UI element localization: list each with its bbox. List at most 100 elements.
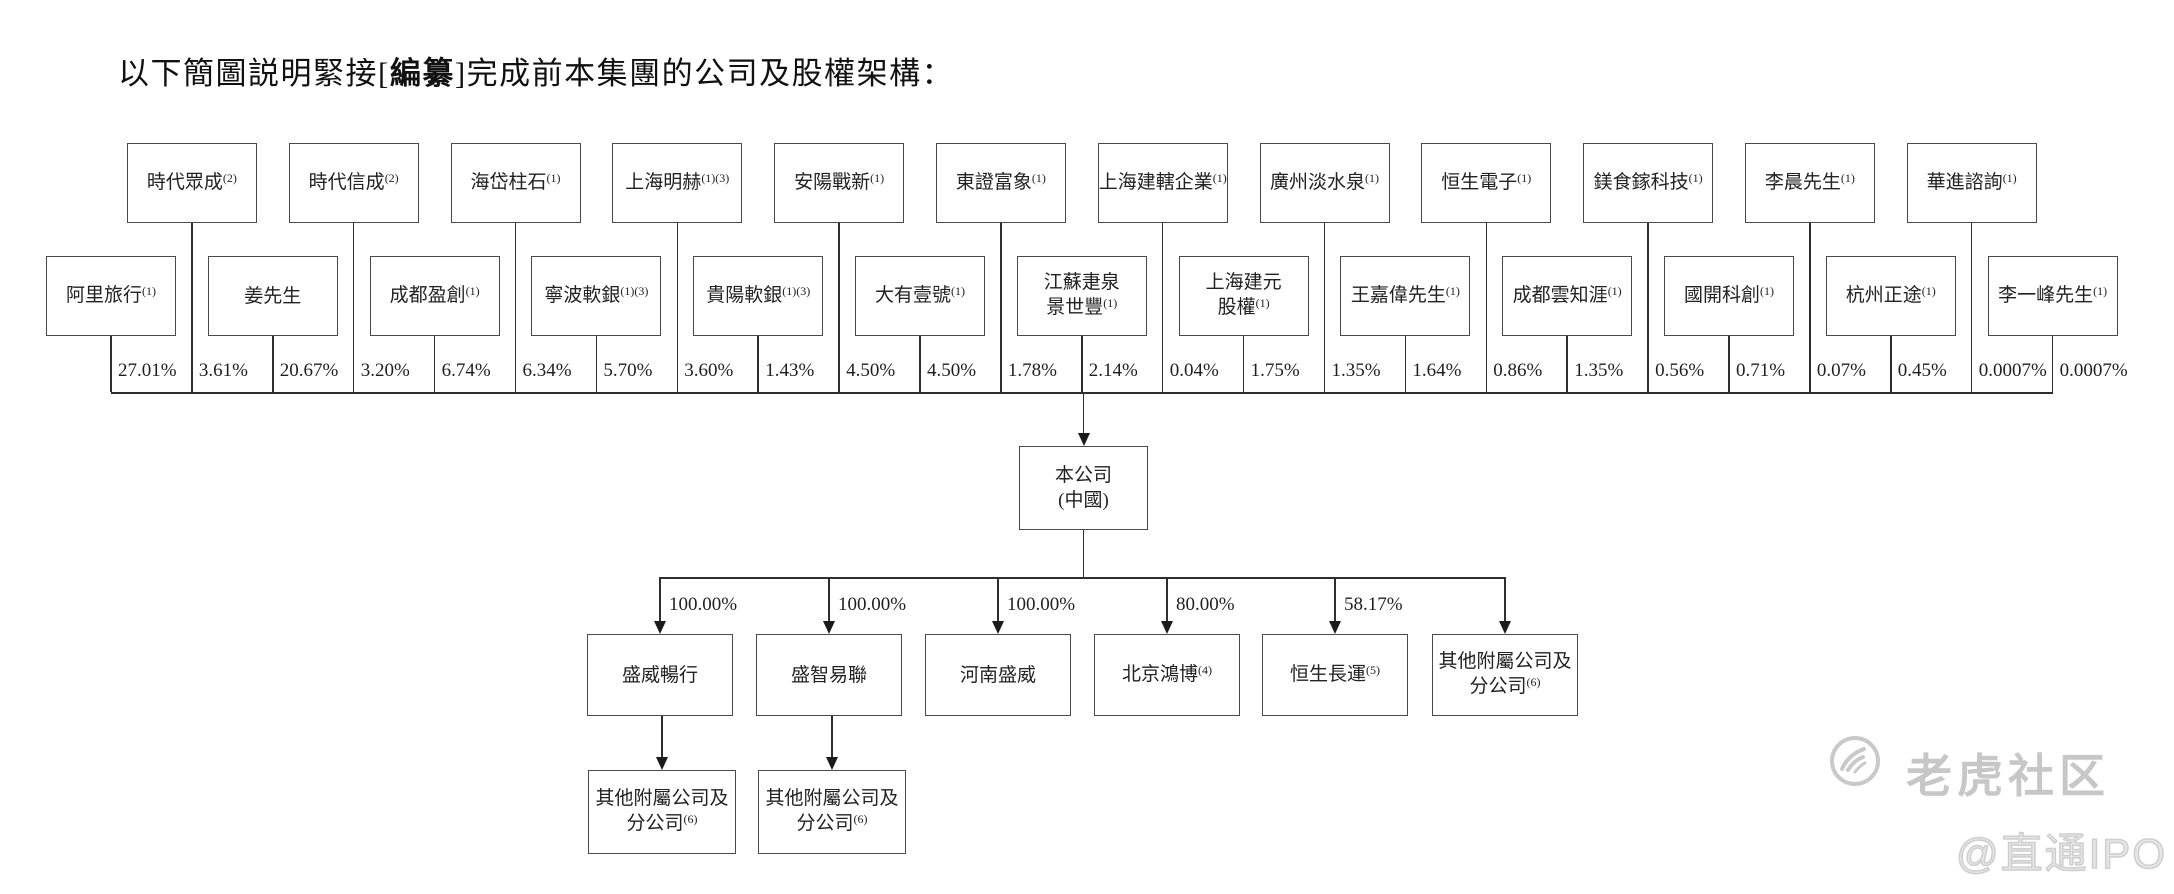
ownership-percentage: 0.86% (1493, 360, 1543, 381)
arrowhead-icon (992, 621, 1004, 634)
connector-line (676, 223, 679, 392)
entity-name-line: 王嘉偉先生(1) (1351, 283, 1460, 310)
footnote-marker: (1) (546, 170, 561, 185)
connector-line (828, 577, 830, 623)
ownership-percentage: 3.20% (360, 360, 410, 381)
subsidiary-box: 其他附屬公司及分公司(6) (1432, 634, 1578, 716)
entity-name-line: 阿里旅行(1) (66, 283, 156, 310)
connector-line (660, 577, 1505, 579)
footnote-marker: (6) (1526, 675, 1541, 689)
footnote-marker: (1) (1212, 170, 1227, 185)
footnote-marker: (1) (1365, 170, 1379, 185)
shareholder-box: 國開科創(1) (1664, 256, 1794, 336)
ownership-percentage: 3.60% (684, 360, 734, 381)
connector-line (1082, 530, 1085, 577)
entity-name: 股權 (1217, 297, 1256, 318)
entity-name: 恒生長運 (1289, 663, 1366, 685)
entity-name-line: 鎂食鎵科技(1) (1594, 170, 1703, 197)
watermark-brand: 老虎社区 (1906, 750, 2110, 802)
title-text-suffix: ]完成前本集團的公司及股權架構： (454, 56, 955, 91)
shareholder-box: 杭州正途(1) (1825, 256, 1956, 336)
footnote-marker: (1) (1607, 283, 1622, 298)
connector-line (1404, 336, 1407, 392)
footnote-marker: (6) (683, 812, 698, 826)
connector-line (919, 336, 921, 392)
ownership-percentage: 3.61% (198, 360, 248, 381)
ownership-percentage: 1.35% (1574, 360, 1624, 381)
connector-line (1485, 223, 1488, 392)
arrowhead-icon (823, 621, 835, 634)
connector-line (1809, 223, 1811, 392)
connector-line (661, 716, 663, 759)
entity-name-line: 本公司 (1055, 463, 1112, 488)
shareholder-box: 阿里旅行(1) (46, 256, 176, 336)
entity-name-line: 北京鴻博(4) (1122, 662, 1212, 689)
subsidiary-box: 盛智易聯 (756, 634, 902, 716)
shareholder-box: 寧波軟銀(1)(3) (531, 256, 662, 336)
entity-name-line: 其他附屬公司及 (765, 786, 898, 811)
entity-name: 恒生電子 (1441, 171, 1518, 193)
ownership-percentage: 6.34% (522, 360, 572, 381)
shareholder-box: 東證富象(1) (935, 143, 1066, 223)
entity-name-line: 其他附屬公司及 (595, 786, 728, 811)
shareholder-box: 上海建元股權(1) (1178, 256, 1309, 336)
entity-name: 海岱柱石 (470, 171, 547, 193)
entity-name-line: 景世豐(1) (1046, 295, 1117, 322)
entity-name-line: 東證富象(1) (956, 170, 1046, 197)
entity-name: 安陽戰新 (794, 171, 871, 193)
entity-name: 上海建元 (1205, 272, 1282, 293)
entity-name: 姜先生 (244, 285, 302, 307)
subsidiary-box: 河南盛威 (925, 634, 1071, 716)
connector-line (1970, 223, 1973, 392)
entity-name-line: 貴陽軟銀(1)(3) (706, 283, 810, 310)
entity-name: 成都盈創 (389, 284, 466, 306)
footnote-marker: (1) (142, 283, 156, 298)
entity-name: 杭州正途 (1845, 284, 1922, 306)
entity-name-line: 分公司(6) (1469, 674, 1540, 701)
entity-name: 廣州淡水泉 (1269, 171, 1365, 193)
shareholder-box: 李晨先生(1) (1744, 143, 1875, 223)
entity-name: 本公司 (1054, 465, 1112, 486)
ownership-percentage: 100.00% (669, 594, 738, 615)
entity-name: 國開科創 (1683, 284, 1760, 306)
entity-name-line: 盛智易聯 (791, 663, 867, 688)
other-affiliates-box: 其他附屬公司及分公司(6) (758, 770, 906, 854)
shareholder-box: 江蘇疌泉景世豐(1) (1016, 256, 1147, 336)
arrowhead-icon (1499, 621, 1511, 634)
subsidiary-box: 恒生長運(5) (1262, 634, 1408, 716)
footnote-marker: (5) (1366, 662, 1380, 677)
entity-name-line: 時代信成(2) (309, 170, 399, 197)
entity-name-line: 李晨先生(1) (1765, 170, 1855, 197)
entity-name: 其他附屬公司及 (1438, 651, 1572, 672)
entity-name: 鎂食鎵科技 (1593, 171, 1689, 193)
other-affiliates-box: 其他附屬公司及分公司(6) (588, 770, 736, 854)
connector-line (1890, 336, 1892, 392)
entity-name-line: 上海建轄企業(1) (1099, 170, 1227, 197)
ownership-percentage: 1.75% (1250, 360, 1300, 381)
arrowhead-icon (654, 621, 666, 634)
entity-name-line: 分公司(6) (796, 811, 867, 838)
entity-name: 分公司 (796, 813, 854, 834)
connector-line (111, 392, 2053, 394)
entity-name-line: 姜先生 (244, 284, 301, 309)
footnote-marker: (4) (1198, 662, 1212, 677)
entity-name-line: 江蘇疌泉 (1044, 270, 1120, 295)
connector-line (595, 336, 598, 392)
entity-name-line: 國開科創(1) (1684, 283, 1774, 310)
arrowhead-icon (1329, 621, 1341, 634)
ownership-percentage: 100.00% (1007, 594, 1076, 615)
ownership-percentage: 1.78% (1007, 360, 1057, 381)
arrowhead-icon (1077, 433, 1090, 446)
ownership-percentage: 1.43% (765, 360, 815, 381)
document-title: 以下簡圖説明緊接[編纂]完成前本集團的公司及股權架構： (118, 48, 954, 93)
connector-line (433, 336, 436, 392)
shareholder-box: 安陽戰新(1) (774, 143, 905, 223)
connector-line (659, 577, 661, 623)
shareholder-box: 成都雲知涯(1) (1502, 256, 1633, 336)
footnote-marker: (1) (2093, 283, 2108, 298)
shareholder-box: 王嘉偉先生(1) (1340, 256, 1471, 336)
ownership-percentage: 5.70% (603, 360, 653, 381)
connector-line (1166, 577, 1168, 623)
entity-name: 成都雲知涯 (1512, 284, 1608, 306)
ownership-percentage: 6.74% (441, 360, 491, 381)
